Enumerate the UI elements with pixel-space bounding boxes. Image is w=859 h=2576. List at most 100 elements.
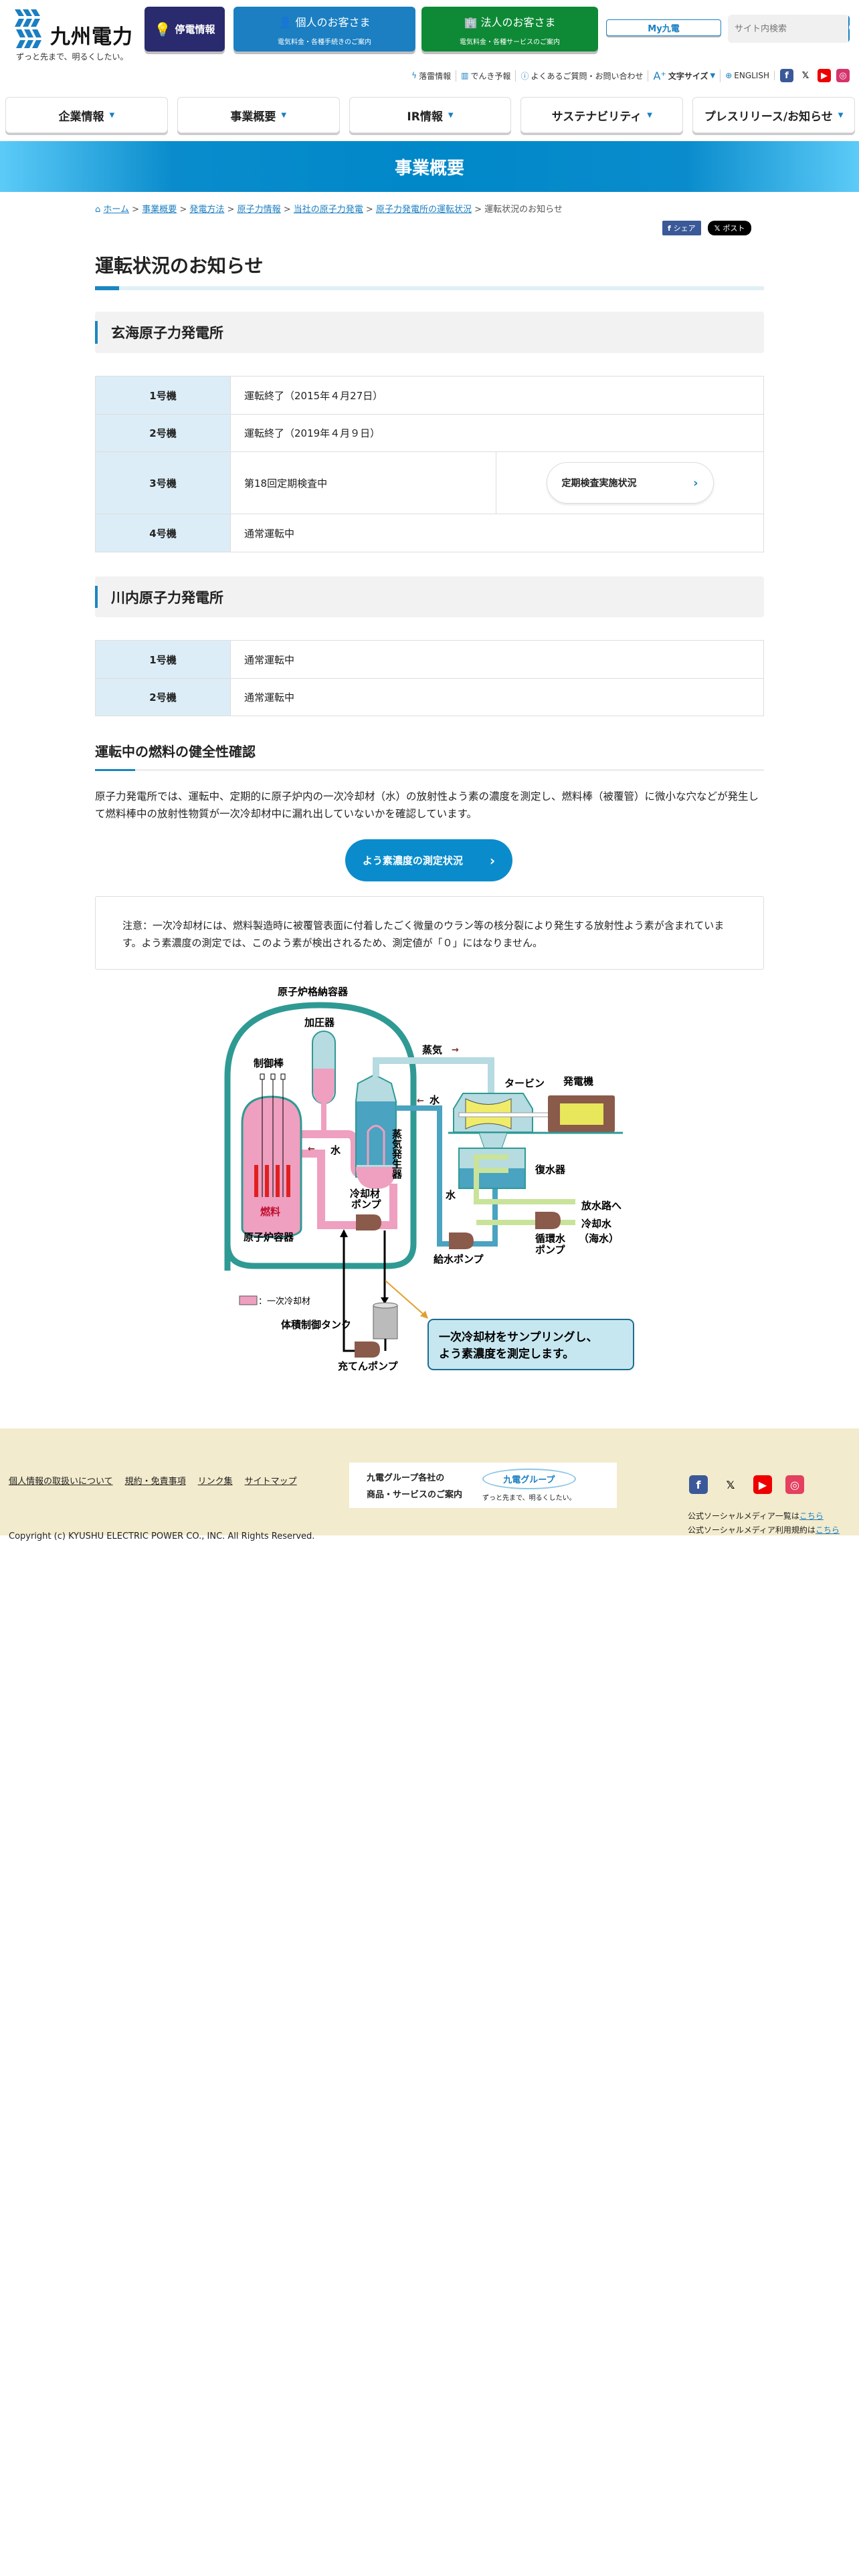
youtube-icon[interactable]: ▶ [753,1475,772,1494]
nav-press[interactable]: プレスリリース/お知らせ▼ [692,97,855,133]
label-steam-generator: 蒸気発生器 [391,1128,403,1180]
label-turbine: タービン [504,1077,545,1089]
social-list-link[interactable]: こちら [799,1511,824,1521]
nav-ir[interactable]: IR情報▼ [349,97,512,133]
chevron-right-icon: › [693,475,698,490]
note-box: 注意：一次冷却材には、燃料製造時に被覆管表面に付着したごく微量のウラン等の核分裂… [95,896,764,970]
label-steam: 蒸気 [422,1044,442,1056]
breadcrumb-link[interactable]: 発電方法 [189,205,225,215]
facebook-share-button[interactable]: f シェア [662,221,701,235]
copyright: Copyright (c) KYUSHU ELECTRIC POWER CO.,… [9,1531,315,1541]
search-input[interactable] [728,15,848,43]
home-icon: ⌂ [95,205,101,215]
site-logo[interactable]: 九州電力 ずっと先まで、明るくしたい。 [13,8,137,63]
arrow-right-icon: → [452,1045,459,1055]
label-reactor-vessel: 原子炉容器 [244,1231,294,1243]
facebook-icon[interactable]: f [780,69,793,82]
x-icon[interactable]: 𝕏 [726,1478,735,1491]
label-control-rod: 制御棒 [254,1057,284,1069]
my-kyuden-button[interactable]: My九電 [606,19,721,36]
svg-text:蒸気発生器: 蒸気発生器 [391,1128,403,1180]
inspection-status-button[interactable]: 定期検査実施状況› [546,462,714,504]
nav-company[interactable]: 企業情報▼ [5,97,168,133]
site-search [728,15,850,43]
breadcrumb-link[interactable]: 当社の原子力発電 [293,205,363,215]
group-services-banner[interactable]: 九電グループ各社の商品・サービスのご案内 九電グループずっと先まで、明るくしたい… [349,1463,617,1508]
nav-label: サステナビリティ [551,110,642,124]
terms-link[interactable]: 規約・免責事項 [124,1477,186,1487]
unit-status: 通常運転中 [230,514,764,552]
privacy-link[interactable]: 個人情報の取扱いについて [9,1477,113,1487]
breadcrumb: ⌂ ホーム > 事業概要 > 発電方法 > 原子力情報 > 当社の原子力発電 >… [95,205,563,215]
font-size-toggle[interactable]: A⁺文字サイズ▼ [648,69,721,82]
unit-label: 2号機 [95,414,231,452]
label-circ-pump-2: ポンプ [535,1244,566,1256]
unit-status: 運転終了（2019年４月９日） [230,414,764,452]
table-row: 3号機第18回定期検査中 定期検査実施状況› [95,451,764,514]
chevron-down-icon: ▼ [281,111,287,119]
unit-status: 通常運転中 [230,640,764,679]
breadcrumb-link[interactable]: 事業概要 [142,205,177,215]
social-terms-link[interactable]: こちら [815,1525,840,1535]
table-row: 1号機通常運転中 [95,640,764,679]
links-link[interactable]: リンク集 [197,1477,233,1487]
footer-links: 個人情報の取扱いについて 規約・免責事項 リンク集 サイトマップ [9,1474,297,1487]
sg-primary-bowl [356,1167,396,1189]
corporate-sub: 電気料金・各種サービスのご案内 [460,39,560,46]
footer-social: f 𝕏 ▶ ◎ [689,1475,804,1494]
circulating-pump [535,1212,561,1229]
sitemap-link[interactable]: サイトマップ [244,1477,297,1487]
search-button[interactable] [848,15,850,43]
nav-sustainability[interactable]: サステナビリティ▼ [520,97,684,133]
outage-info-button[interactable]: 💡 停電情報 [145,7,225,51]
instagram-icon[interactable]: ◎ [785,1475,804,1494]
unit-label: 2号機 [95,678,231,716]
building-icon: 🏢 [464,16,481,29]
feedwater-pump [449,1232,474,1249]
fuel-heading: 運転中の燃料の健全性確認 [95,744,256,760]
label-charging-pump: 充てんポンプ [338,1360,399,1372]
callout-line-2: よう素濃度を測定します。 [439,1347,574,1361]
genkai-status-table: 1号機運転終了（2015年４月27日） 2号機運転終了（2019年４月９日） 3… [95,376,764,552]
cold-leg-pipe [301,1150,397,1229]
breadcrumb-link[interactable]: ホーム [103,205,130,215]
instagram-icon[interactable]: ◎ [836,69,850,82]
nav-business[interactable]: 事業概要▼ [177,97,340,133]
label-circ-pump: 循環水 [535,1232,566,1245]
fuel-heading-underline [95,769,764,771]
sampling-lines [343,1230,386,1352]
x-icon[interactable]: 𝕏 [799,69,812,82]
table-row: 1号機運転終了（2015年４月27日） [95,376,764,415]
generator-core [560,1103,603,1125]
label-seawater: （海水） [579,1232,619,1245]
personal-customers-button[interactable]: 👤 個人のお客さま 電気料金・各種手続きのご案内 [233,7,415,51]
unit-label: 1号機 [95,640,231,679]
corporate-customers-button[interactable]: 🏢 法人のお客さま 電気料金・各種サービスのご案内 [421,7,598,51]
nav-label: IR情報 [407,110,443,124]
chevron-down-icon: ▼ [109,111,115,119]
global-nav: 企業情報▼ 事業概要▼ IR情報▼ サステナビリティ▼ プレスリリース/お知らせ… [5,97,855,133]
sendai-heading: 川内原子力発電所 [95,576,764,617]
label-water-feed: 水 [446,1189,456,1201]
iodine-measurement-button[interactable]: よう素濃度の測定状況› [345,839,512,881]
callout-line-1: 一次冷却材をサンプリングし、 [439,1330,598,1344]
callout-box [427,1319,634,1370]
power-forecast-link[interactable]: ▥でんき予報 [456,70,516,82]
copyright-wrap: Copyright (c) KYUSHU ELECTRIC POWER CO.,… [9,1529,314,1541]
arrow-down-icon [381,1297,389,1304]
lightbulb-icon: 💡 [154,21,171,37]
chevron-right-icon: › [489,852,496,869]
facebook-icon[interactable]: f [689,1475,708,1494]
section-banner: 事業概要 [0,141,859,192]
group-text-1: 九電グループ各社の [367,1473,445,1483]
breadcrumb-link[interactable]: 原子力発電所の運転状況 [375,205,472,215]
x-post-button[interactable]: 𝕏 ポスト [707,221,752,235]
label-water-return: 水 [430,1094,440,1106]
breadcrumb-link[interactable]: 原子力情報 [237,205,281,215]
youtube-icon[interactable]: ▶ [818,69,831,82]
english-link[interactable]: ⊕ENGLISH [721,71,775,80]
social-list-text: 公式ソーシャルメディア一覧は [688,1511,799,1521]
sendai-status-table: 1号機通常運転中 2号機通常運転中 [95,640,764,716]
